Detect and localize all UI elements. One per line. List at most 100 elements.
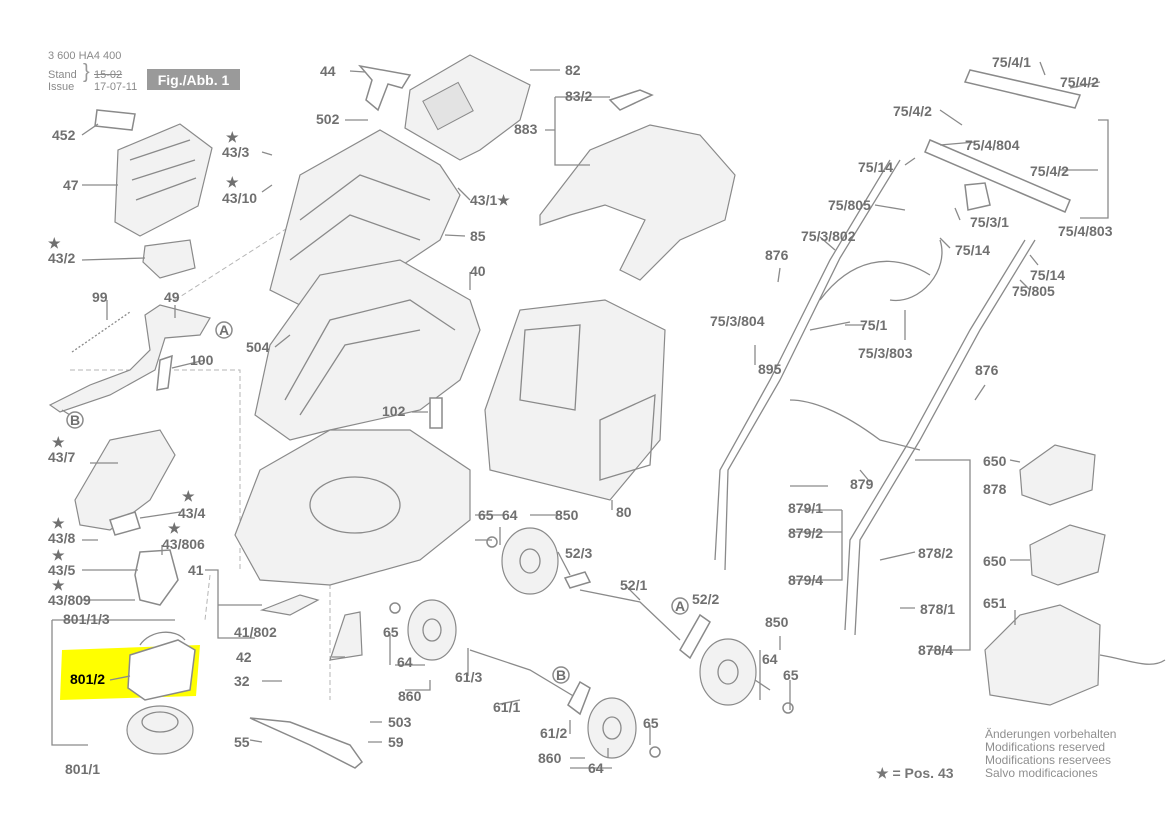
part-52-2 (679, 613, 711, 660)
star-43-5: ★ (52, 547, 65, 563)
grass-box-mesh (519, 324, 656, 481)
label-65-d: 65 (783, 667, 799, 683)
document-number: 3 600 HA4 400 (48, 50, 122, 62)
dashed-guides (70, 219, 331, 700)
label-52-2: 52/2 (692, 591, 719, 607)
handle-top-75-4-1 (963, 69, 1082, 109)
label-43-1: 43/1★ (470, 192, 510, 208)
charger-cable (1099, 654, 1166, 665)
label-100: 100 (190, 352, 214, 368)
catcher-top-883 (539, 124, 736, 281)
star-43-4: ★ (182, 488, 195, 504)
label-876-b: 876 (975, 362, 999, 378)
label-47: 47 (63, 177, 79, 193)
label-650-b: 650 (983, 553, 1007, 569)
label-42: 42 (236, 649, 252, 665)
label-879-4: 879/4 (788, 572, 823, 588)
label-102: 102 (382, 403, 406, 419)
battery-cover-47 (114, 123, 213, 237)
label-895: 895 (758, 361, 782, 377)
label-65-a: 65 (478, 507, 494, 523)
label-75-4-1: 75/4/1 (992, 54, 1031, 70)
label-850-b: 850 (765, 614, 789, 630)
axle-61-1 (469, 649, 581, 701)
hub-b (422, 618, 442, 642)
note-line-fr: Modifications reservees (985, 753, 1112, 767)
note-line-es: Salvo modificaciones (985, 766, 1098, 780)
label-75-4-2-b: 75/4/2 (893, 103, 932, 119)
part-43-5 (134, 549, 179, 606)
hub-c (602, 716, 622, 740)
label-876-a: 876 (765, 247, 789, 263)
label-503: 503 (388, 714, 412, 730)
label-878: 878 (983, 481, 1007, 497)
label-879: 879 (850, 476, 874, 492)
label-651: 651 (983, 595, 1007, 611)
label-40: 40 (470, 263, 486, 279)
label-43-8: 43/8 (48, 530, 75, 546)
label-801-1-3: 801/1/3 (63, 611, 110, 627)
deck-40 (254, 259, 481, 441)
label-43-7: 43/7 (48, 449, 75, 465)
stand-label: Stand (48, 69, 77, 81)
handle-lower-right (844, 239, 1036, 636)
label-502: 502 (316, 111, 340, 127)
label-879-1: 879/1 (788, 500, 823, 516)
label-99: 99 (92, 289, 108, 305)
deck-detail (284, 299, 456, 416)
label-75-14-a: 75/14 (858, 159, 893, 175)
label-52-3: 52/3 (565, 545, 592, 561)
label-75-805-b: 75/805 (1012, 283, 1055, 299)
part-100 (156, 354, 173, 391)
battery-650-b (1029, 524, 1106, 586)
label-64-a: 64 (502, 507, 518, 523)
switch-75-3-1 (964, 182, 991, 211)
label-43-809: 43/809 (48, 592, 91, 608)
label-650-a: 650 (983, 453, 1007, 469)
callout-leaders (51, 61, 1109, 769)
blade-55 (249, 717, 364, 769)
brace-glyph: } (83, 61, 90, 83)
label-61-3: 61/3 (455, 669, 482, 685)
label-860-a: 860 (398, 688, 422, 704)
label-64-d: 64 (762, 651, 778, 667)
label-65-b: 65 (383, 624, 399, 640)
star-legend: ★ = Pos. 43 (876, 765, 954, 781)
label-43-806: 43/806 (162, 536, 205, 552)
label-75-3-803: 75/3/803 (858, 345, 913, 361)
label-64-c: 64 (588, 760, 604, 776)
part-61-2 (567, 680, 591, 716)
issue-date: 17-07-11 (94, 81, 138, 93)
control-board-801-2 (127, 639, 196, 701)
wheel-850-a (501, 527, 559, 595)
label-883: 883 (514, 121, 538, 137)
star-43-806: ★ (168, 520, 181, 536)
hubcap-65-a (486, 536, 498, 548)
circle-b-2 (552, 666, 570, 684)
label-61-2: 61/2 (540, 725, 567, 741)
label-61-1: 61/1 (493, 699, 520, 715)
star-43-10: ★ (226, 174, 239, 190)
label-b-1: B (70, 412, 80, 428)
star-43-7: ★ (52, 434, 65, 450)
axle-52-1 (579, 589, 681, 641)
part-102 (429, 397, 443, 429)
star-43-809: ★ (52, 577, 65, 593)
label-a-2: A (675, 598, 685, 614)
handle-cross (789, 399, 921, 451)
hubcap-65-c (649, 746, 661, 758)
label-878-4: 878/4 (918, 642, 953, 658)
label-850-a: 850 (555, 507, 579, 523)
part-43-2 (142, 239, 196, 279)
stand-date: 15-02 (94, 69, 123, 81)
label-75-4-803: 75/4/803 (1058, 223, 1113, 239)
handle-lower-left (714, 159, 901, 571)
label-75-3-804: 75/3/804 (710, 313, 765, 329)
handle-grip-75-4-803 (924, 139, 1071, 213)
battery-650-a (1019, 444, 1096, 506)
motor-hub (141, 711, 179, 733)
lever-49 (48, 304, 211, 413)
motor-801-1 (126, 705, 194, 755)
wheel-850-b (699, 638, 757, 706)
circle-a-1 (215, 321, 233, 339)
